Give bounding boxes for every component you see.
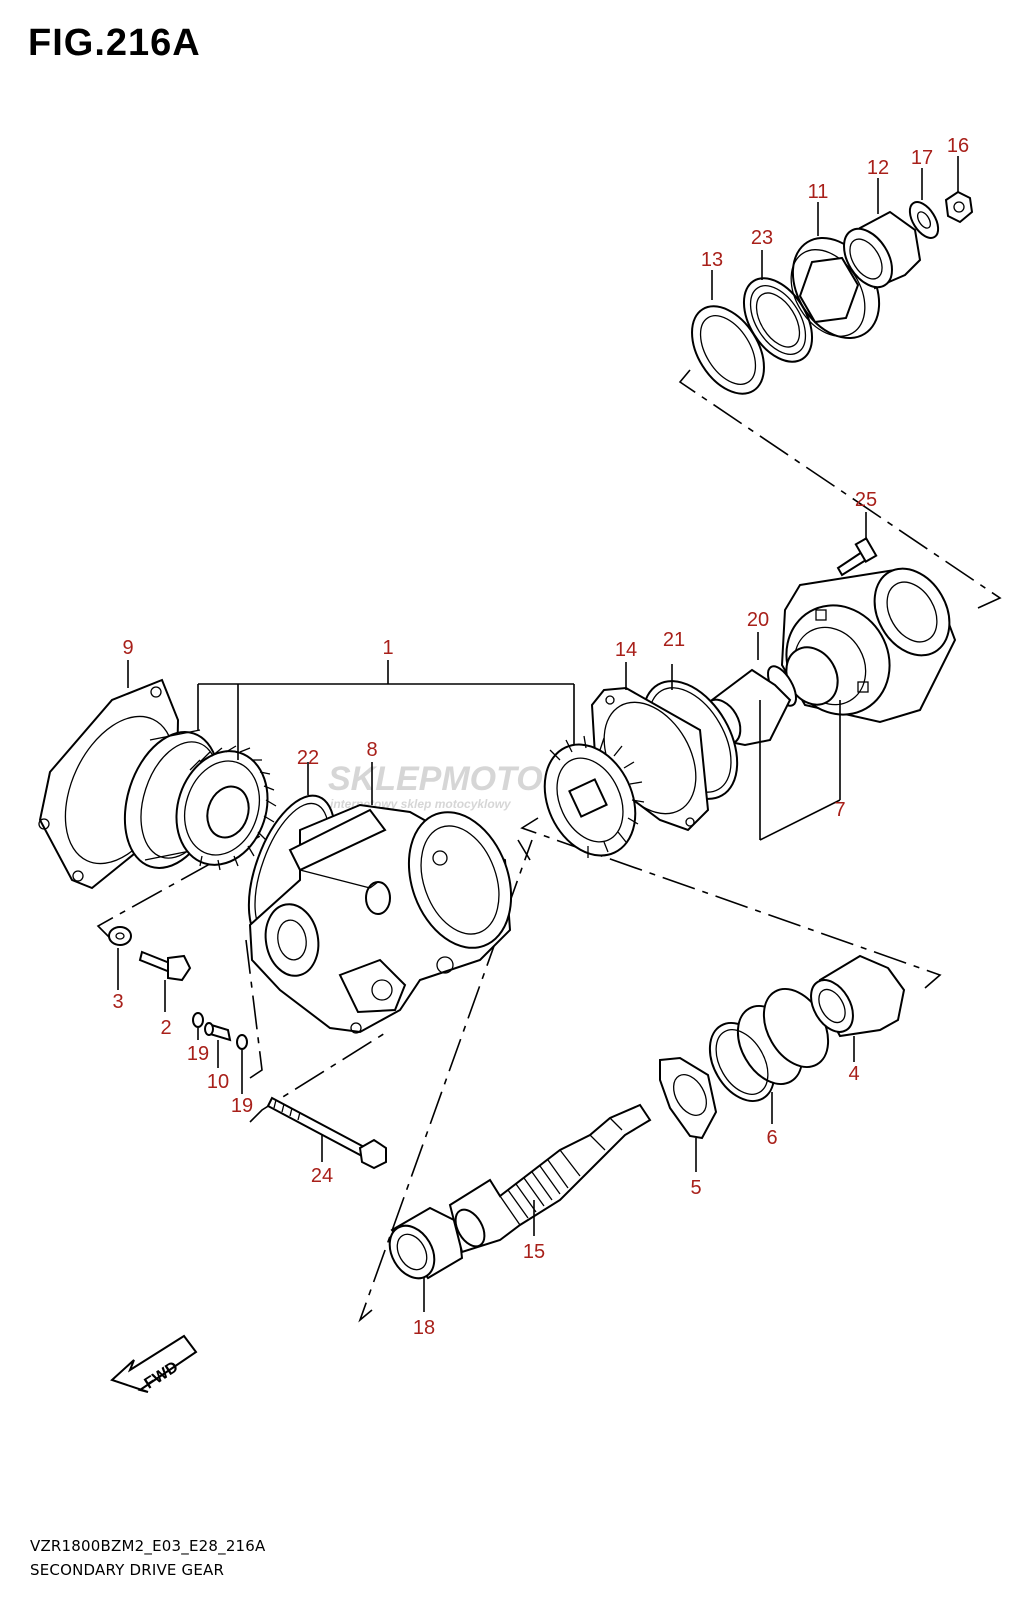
- part-1-bevel-gear-right: [543, 735, 645, 858]
- callout-21: 21: [663, 629, 685, 651]
- part-10-pin: [204, 1022, 232, 1042]
- callout-9: 9: [122, 637, 133, 659]
- callout-2: 2: [160, 1017, 171, 1039]
- callout-8: 8: [366, 739, 377, 761]
- leader-lines: [117, 156, 959, 1312]
- callout-19-a: 19: [187, 1043, 209, 1065]
- part-13-oil-seal: [691, 305, 765, 395]
- part-8-case: [248, 803, 513, 1034]
- part-19-o-ring-a: [192, 1012, 204, 1028]
- callout-15: 15: [523, 1241, 545, 1263]
- callout-13: 13: [701, 249, 723, 271]
- callout-7: 7: [834, 799, 845, 821]
- part-1-bevel-gear-left: [175, 745, 277, 871]
- callout-4: 4: [848, 1063, 859, 1085]
- callout-1: 1: [382, 637, 393, 659]
- callout-19-b: 19: [231, 1095, 253, 1117]
- callout-24: 24: [311, 1165, 333, 1187]
- part-6-spring: [708, 988, 830, 1102]
- part-2-bolt: [138, 950, 192, 982]
- part-11-nut: [790, 236, 881, 340]
- part-17-washer: [908, 201, 940, 239]
- callout-12: 12: [867, 157, 889, 179]
- callout-23: 23: [751, 227, 773, 249]
- callout-20: 20: [747, 609, 769, 631]
- part-24-bolt: [266, 1096, 387, 1170]
- callout-10: 10: [207, 1071, 229, 1093]
- callout-3: 3: [112, 991, 123, 1013]
- part-18-bearing: [388, 1206, 464, 1280]
- figure-title: FIG.216A: [28, 22, 201, 64]
- part-15-shaft: [448, 1103, 652, 1254]
- callout-22: 22: [297, 747, 319, 769]
- fwd-arrow-icon: FWD: [110, 1334, 198, 1393]
- callout-18: 18: [413, 1317, 435, 1339]
- part-7-bearing-housing: [780, 567, 957, 724]
- part-4-damper-cam-follower: [810, 954, 906, 1038]
- callout-25: 25: [855, 489, 877, 511]
- assembly-lines: [96, 369, 1002, 1323]
- model-code: VZR1800BZM2_E03_E28_216A: [30, 1537, 266, 1555]
- part-3-washer: [108, 926, 132, 946]
- callout-16: 16: [947, 135, 969, 157]
- watermark: SKLEPMOTO internetowy sklep motocyklowy: [328, 760, 543, 811]
- callout-5: 5: [690, 1177, 701, 1199]
- part-25-bolt: [836, 536, 878, 577]
- callout-labels: 1 2 3 4 5 6 7 8 9 10 11 12 13 14 15 16 1…: [112, 135, 969, 1339]
- watermark-brand: SKLEPMOTO: [328, 760, 543, 798]
- part-19-o-ring-b: [236, 1034, 248, 1050]
- callout-17: 17: [911, 147, 933, 169]
- part-12-bearing: [843, 210, 922, 290]
- part-5-damper-cam: [659, 1056, 718, 1140]
- callout-14: 14: [615, 639, 637, 661]
- part-16-nut: [944, 190, 974, 224]
- callout-6: 6: [766, 1127, 777, 1149]
- callout-11: 11: [808, 181, 829, 203]
- section-name: SECONDARY DRIVE GEAR: [30, 1561, 225, 1579]
- part-14-gasket: [590, 686, 710, 832]
